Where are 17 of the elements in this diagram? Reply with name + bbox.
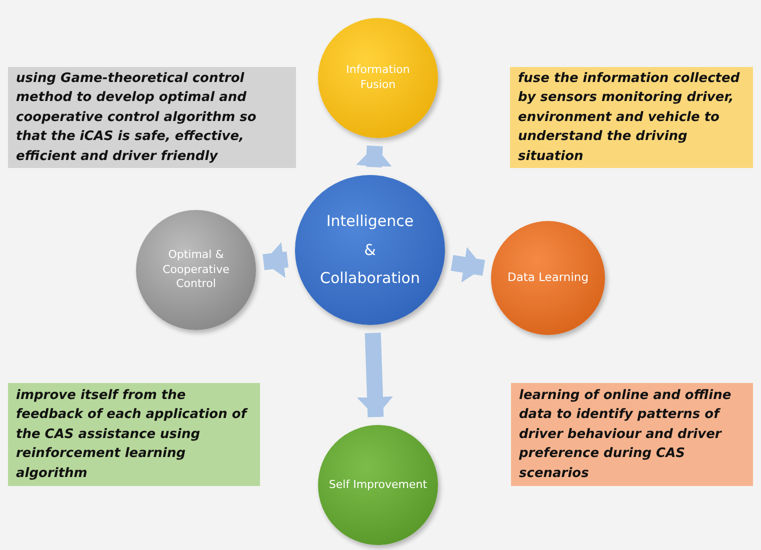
- circle-label: Intelligence: [325, 211, 415, 232]
- circle-label: Data Learning: [506, 270, 590, 286]
- note-text: fuse the information collected by sensors monitoring driver, environment and vehicle to understand the driving situation: [518, 70, 741, 166]
- note-text: using Game-theoretical control method to develop optimal and cooperative control algorithm so that the iCAS is safe, effective, efficient and driver friendly: [16, 70, 258, 166]
- note-text: improve itself from the feedback of each application of the CAS assistance using reinforcement learning algorithm: [16, 386, 249, 483]
- circle-label: &: [363, 240, 377, 261]
- arrow: [357, 332, 393, 418]
- note-box: [511, 383, 753, 486]
- note-box: [8, 67, 296, 168]
- circle-label: Collaboration: [319, 268, 421, 290]
- circle-label: Optimal & Cooperative Control: [162, 248, 230, 292]
- arrow: [262, 242, 288, 278]
- circle-label: Self Improvement: [328, 478, 428, 492]
- note-text: learning of online and offline data to identify patterns of driver behaviour and driver preference during CAS scenarios: [519, 386, 732, 483]
- arrow: [356, 146, 392, 168]
- arrow: [450, 247, 486, 283]
- circle-label: Information Fusion: [345, 63, 411, 93]
